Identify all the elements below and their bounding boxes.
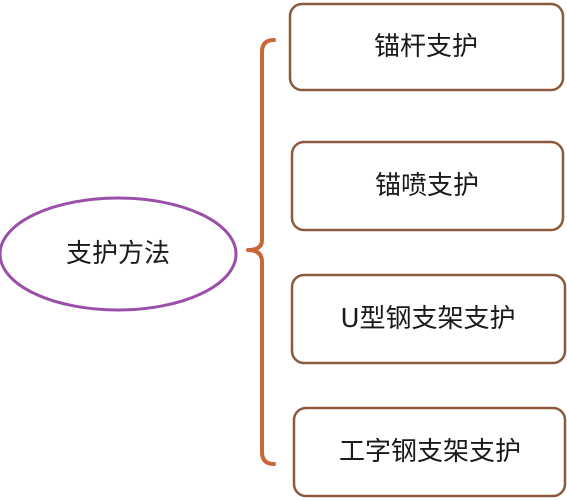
child-node-3: U型钢支架支护 [290, 273, 567, 365]
root-label: 支护方法 [66, 239, 170, 269]
child-box-3 [290, 273, 567, 365]
curly-bracket [246, 38, 276, 466]
child-label-2: 锚喷支护 [375, 171, 479, 201]
child-box-1 [288, 2, 565, 92]
child-node-4: 工字钢支架支护 [292, 406, 567, 498]
child-box-2 [290, 140, 565, 232]
child-box-4 [292, 406, 567, 498]
child-node-1: 锚杆支护 [288, 2, 565, 92]
root-node: 支护方法 [0, 196, 238, 312]
child-label-4: 工字钢支架支护 [339, 437, 521, 467]
child-node-2: 锚喷支护 [290, 140, 565, 232]
child-label-3: U型钢支架支护 [340, 304, 515, 334]
child-label-1: 锚杆支护 [374, 32, 478, 62]
root-ellipse [0, 196, 238, 312]
